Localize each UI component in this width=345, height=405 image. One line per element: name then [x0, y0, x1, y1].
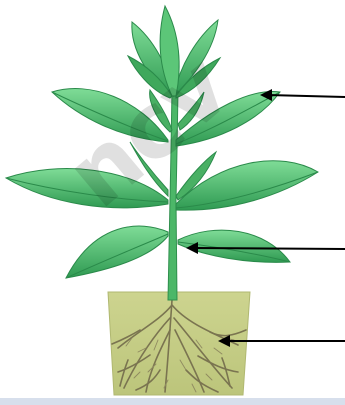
base-strip	[0, 398, 345, 405]
